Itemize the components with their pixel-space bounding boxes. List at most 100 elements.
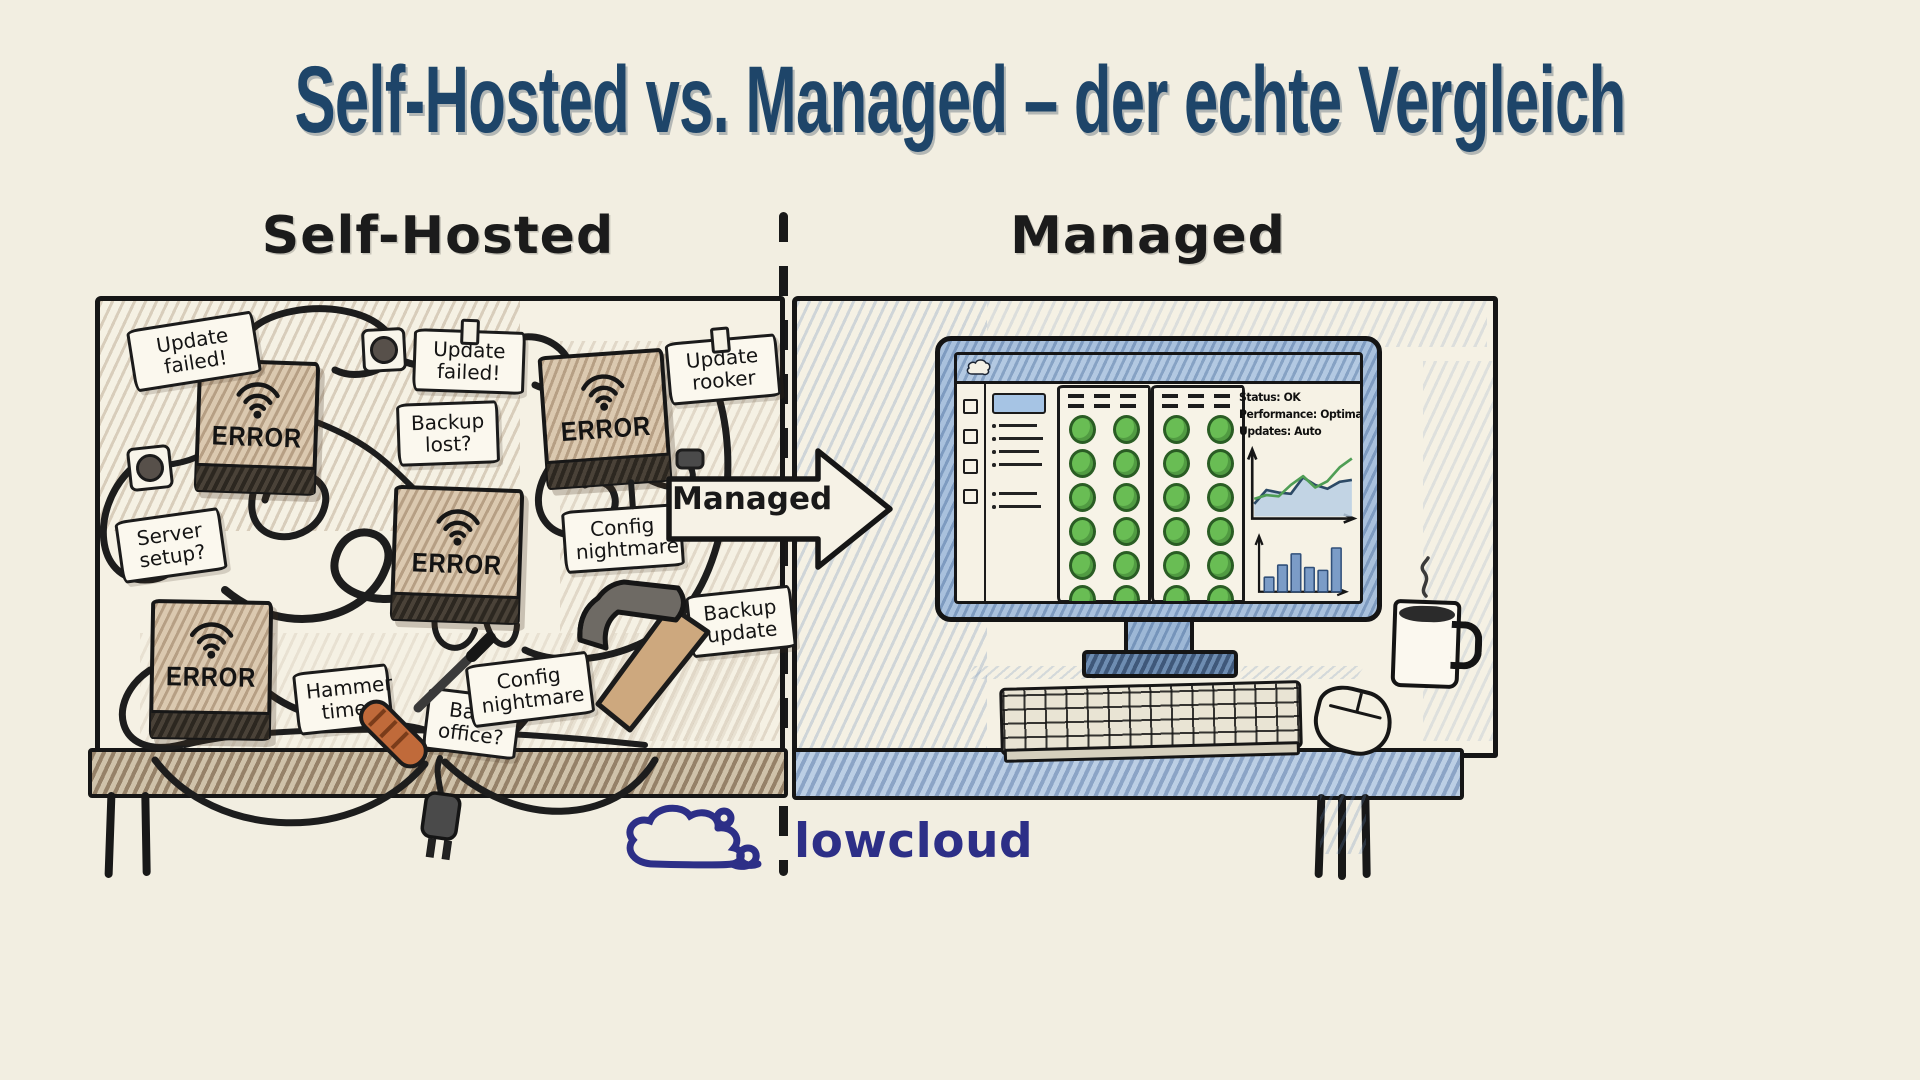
router-base bbox=[195, 462, 315, 495]
steam-icon bbox=[1420, 556, 1430, 598]
under-desk-cables bbox=[151, 755, 659, 861]
desk-leg bbox=[1361, 793, 1371, 879]
status-dot bbox=[1068, 483, 1096, 512]
sticky-note-pinned: Update rooker bbox=[664, 326, 782, 406]
shadow-streak bbox=[1235, 666, 1365, 679]
status-line: Updates: Auto bbox=[1239, 424, 1322, 438]
left-icon-rail bbox=[957, 384, 986, 601]
panel-header-lines bbox=[1068, 404, 1140, 408]
status-dot bbox=[1206, 415, 1234, 444]
screwdriver-icon bbox=[359, 632, 496, 769]
pin-icon bbox=[709, 326, 732, 354]
monitor-stand-base bbox=[1082, 650, 1238, 678]
status-dot bbox=[1112, 517, 1140, 546]
status-dot bbox=[1162, 517, 1190, 546]
monitor-stand-neck bbox=[1124, 612, 1194, 660]
self-hosted-heading: Self-Hosted bbox=[261, 206, 615, 266]
cloud-icon bbox=[966, 359, 991, 376]
status-dot bbox=[1112, 585, 1140, 601]
nav-sidebar bbox=[990, 391, 1050, 571]
power-outlet bbox=[360, 326, 408, 374]
status-dot bbox=[1068, 517, 1096, 546]
lowcloud-logo: lowcloud bbox=[620, 804, 1033, 878]
status-line: Status: OK bbox=[1239, 390, 1301, 404]
status-dot bbox=[1068, 415, 1096, 444]
nav-item[interactable] bbox=[992, 492, 1037, 496]
logo-wordmark: lowcloud bbox=[794, 813, 1034, 869]
rail-square-icon[interactable] bbox=[963, 399, 978, 414]
rail-square-icon[interactable] bbox=[963, 489, 978, 504]
status-dot bbox=[1206, 483, 1234, 512]
status-dot bbox=[1206, 449, 1234, 478]
wifi-icon bbox=[236, 382, 280, 419]
green-status-grid bbox=[1154, 415, 1242, 601]
browser-titlebar bbox=[957, 355, 1360, 384]
sticky-note-text: Config nightmare bbox=[574, 512, 680, 564]
status-dot bbox=[1162, 483, 1190, 512]
selected-nav-item[interactable] bbox=[992, 393, 1046, 414]
nav-item[interactable] bbox=[992, 505, 1041, 509]
status-dot bbox=[1162, 585, 1190, 601]
router-error-2: ERROR bbox=[537, 347, 673, 491]
power-outlet bbox=[125, 443, 175, 493]
wifi-icon bbox=[581, 374, 625, 411]
page-title: Self-Hosted vs. Managed – der echte Verg… bbox=[294, 45, 1626, 153]
managed-arrow: Managed bbox=[666, 446, 896, 574]
monitor: Status: OK Performance: Optimal Updates:… bbox=[935, 336, 1382, 622]
status-dot bbox=[1206, 517, 1234, 546]
hammer-icon bbox=[577, 579, 711, 733]
nav-item[interactable] bbox=[992, 450, 1039, 454]
desk-leg bbox=[1314, 793, 1326, 879]
router-error-label: ERROR bbox=[559, 410, 652, 448]
status-grid-panel-2 bbox=[1151, 385, 1245, 601]
router-base bbox=[546, 452, 671, 489]
managed-heading: Managed bbox=[1010, 206, 1286, 266]
arrow-shape bbox=[666, 448, 893, 570]
wifi-icon bbox=[436, 509, 480, 546]
nav-item[interactable] bbox=[992, 437, 1043, 441]
panel-header-lines bbox=[1068, 394, 1140, 398]
keyboard bbox=[999, 680, 1303, 756]
status-dot bbox=[1112, 551, 1140, 580]
sticky-note-pinned: Update failed! bbox=[411, 318, 527, 396]
status-dot bbox=[1162, 449, 1190, 478]
router-error-label: ERROR bbox=[411, 547, 503, 581]
router-error-label: ERROR bbox=[165, 661, 257, 693]
status-dot bbox=[1162, 551, 1190, 580]
router-base bbox=[150, 709, 270, 740]
usage-bar-chart bbox=[1254, 533, 1349, 597]
arrow-label: Managed bbox=[672, 481, 833, 517]
router-error-3: ERROR bbox=[389, 484, 525, 626]
dashboard-screen: Status: OK Performance: Optimal Updates:… bbox=[954, 352, 1363, 604]
status-dot bbox=[1068, 585, 1096, 601]
rail-square-icon[interactable] bbox=[963, 459, 978, 474]
status-dot bbox=[1068, 551, 1096, 580]
desk-leg bbox=[1338, 794, 1346, 880]
status-dot bbox=[1112, 449, 1140, 478]
status-summary: Status: OK Performance: Optimal Updates:… bbox=[1239, 389, 1363, 440]
panel-header-lines bbox=[1162, 394, 1234, 398]
status-dot bbox=[1112, 483, 1140, 512]
sticky-note: Backup lost? bbox=[395, 400, 501, 467]
status-dot bbox=[1068, 449, 1096, 478]
router-base bbox=[391, 591, 519, 624]
nav-item[interactable] bbox=[992, 424, 1037, 428]
rail-square-icon[interactable] bbox=[963, 429, 978, 444]
panel-header-lines bbox=[1162, 404, 1234, 408]
nav-item[interactable] bbox=[992, 463, 1042, 467]
wifi-icon bbox=[189, 622, 234, 659]
status-line: Performance: Optimal bbox=[1239, 407, 1363, 421]
router-error-1: ERROR bbox=[193, 357, 321, 497]
green-status-grid bbox=[1060, 415, 1148, 601]
performance-line-chart bbox=[1246, 445, 1358, 524]
pin-icon bbox=[460, 318, 480, 346]
coffee-mug bbox=[1390, 598, 1462, 690]
status-dot bbox=[1162, 415, 1190, 444]
nav-gap bbox=[990, 466, 1050, 482]
status-grid-panel-1 bbox=[1057, 385, 1151, 601]
cloud-logo-icon bbox=[626, 804, 762, 870]
status-dot bbox=[1112, 415, 1140, 444]
router-error-4: ERROR bbox=[148, 598, 274, 742]
status-dot bbox=[1206, 551, 1234, 580]
